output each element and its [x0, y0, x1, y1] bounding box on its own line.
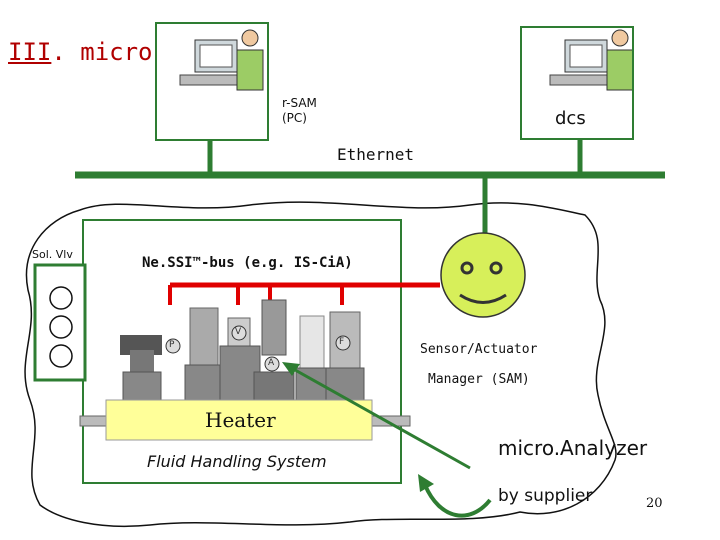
by-supplier-label: by supplier [498, 486, 593, 506]
process-cloud-outline [24, 201, 617, 528]
slide-title: III. micro [8, 38, 153, 66]
sam-label: Sensor/Actuator Manager (SAM) [420, 342, 538, 387]
page-number: 20 [646, 496, 663, 511]
nessi-bus-label: Ne.SSI™-bus (e.g. IS-CiA) [142, 255, 353, 271]
curved-arrow [418, 474, 492, 518]
dcs-pc-box [520, 26, 634, 140]
f-letter: F [339, 337, 345, 347]
sam-smiley [440, 232, 526, 318]
sol-vlv-label: Sol. Vlv [32, 248, 73, 261]
component-p [120, 335, 181, 401]
analyzer-arrow [282, 362, 471, 470]
rsam-pc-box [155, 22, 269, 141]
valve-circle-3 [49, 344, 73, 368]
v-letter: V [235, 327, 242, 337]
heater-label: Heater [205, 408, 276, 432]
a-letter: A [268, 358, 275, 368]
component-f [325, 311, 365, 401]
component-v1 [184, 307, 224, 401]
heater-box [105, 399, 373, 441]
computer-operator-icon-dcs [549, 29, 634, 91]
rsam-label: r-SAM (PC) [282, 96, 317, 125]
ethernet-label: Ethernet [337, 145, 415, 164]
component-a [253, 299, 295, 401]
p-letter: P [169, 340, 175, 350]
valve-circle-2 [49, 315, 73, 339]
component-v [219, 317, 261, 401]
valve-circle-1 [49, 286, 73, 310]
component-tall [295, 315, 329, 401]
micro-analyzer-label: micro.Analyzer [498, 436, 648, 460]
computer-operator-icon-rsam [179, 29, 264, 91]
fluid-handling-label: Fluid Handling System [147, 452, 327, 471]
dcs-label: dcs [555, 108, 586, 129]
